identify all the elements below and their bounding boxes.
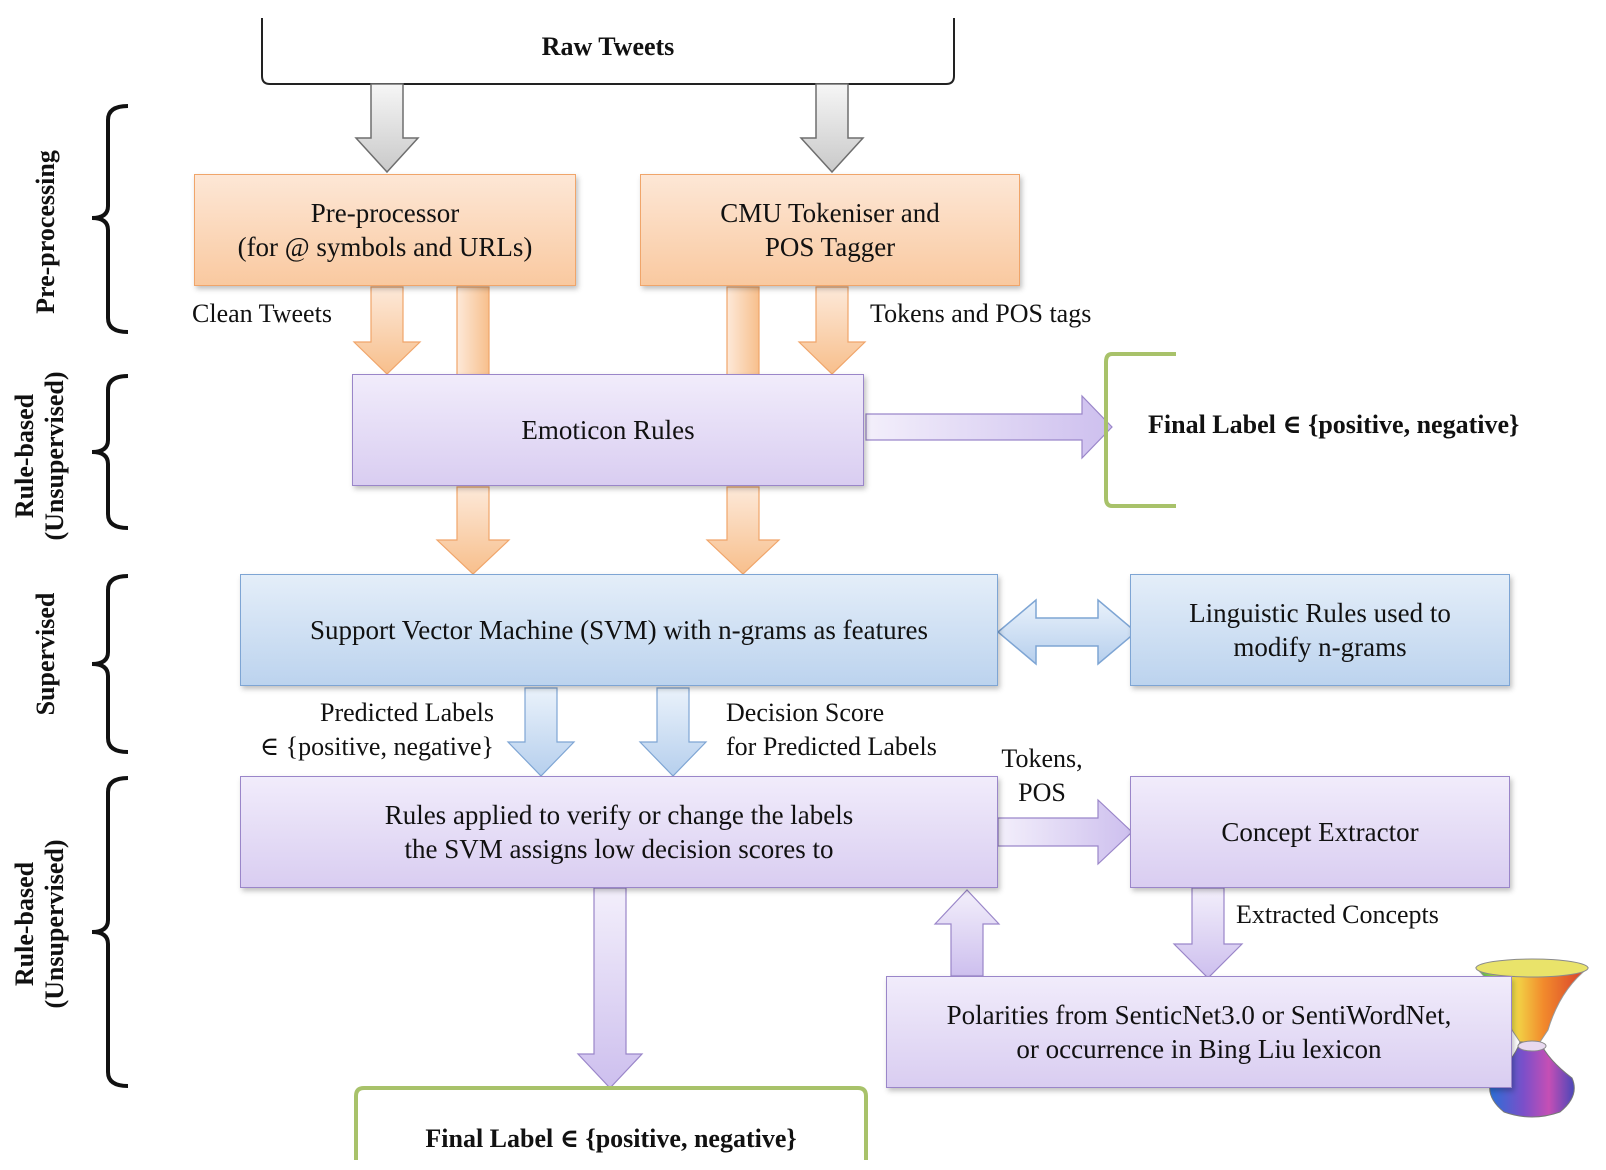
bracket-rule-based-2 [91, 776, 129, 1088]
final-label-bottom-bracket [354, 1086, 868, 1160]
purple-arrow-to-concept [997, 798, 1133, 866]
preprocessor-box: Pre-processor (for @ symbols and URLs) [194, 174, 576, 286]
orange-shaft-left [456, 286, 490, 376]
gray-arrow-left [354, 83, 420, 174]
rules-applied-box: Rules applied to verify or change the la… [240, 776, 998, 888]
polarities-text: Polarities from SenticNet3.0 or SentiWor… [946, 1000, 1452, 1064]
emoticon-rules-box: Emoticon Rules [352, 374, 864, 486]
preprocessor-text: Pre-processor (for @ symbols and URLs) [237, 198, 533, 262]
purple-arrow-extracted-concepts [1172, 887, 1244, 979]
svm-box: Support Vector Machine (SVM) with n-gram… [240, 574, 998, 686]
orange-arrow-to-svm-left [435, 486, 511, 575]
purple-arrow-to-final-bottom [576, 887, 644, 1089]
section-preprocessing: Pre-processing [31, 150, 61, 314]
orange-arrow-clean-tweets [352, 286, 422, 375]
emoticon-rules-text: Emoticon Rules [521, 415, 695, 445]
orange-shaft-right [726, 286, 760, 376]
orange-arrow-tokens [797, 286, 867, 375]
bracket-rule-based-1 [91, 374, 129, 530]
extracted-concepts-label: Extracted Concepts [1236, 900, 1439, 929]
tokens-pos-tags-label: Tokens and POS tags [870, 299, 1092, 328]
clean-tweets-label: Clean Tweets [192, 299, 332, 328]
section-rule-based-2-line2: (Unsupervised) [40, 839, 69, 1009]
polarities-box: Polarities from SenticNet3.0 or SentiWor… [886, 976, 1512, 1088]
blue-arrow-decision-score [638, 687, 708, 777]
final-label-top: Final Label ∈ {positive, negative} [1148, 410, 1520, 439]
linguistic-rules-box: Linguistic Rules used to modify n-grams [1130, 574, 1510, 686]
purple-arrow-up-to-rules [933, 889, 1001, 977]
rules-applied-text: Rules applied to verify or change the la… [384, 800, 854, 864]
bracket-preprocessing [91, 104, 129, 334]
tokeniser-box: CMU Tokeniser and POS Tagger [640, 174, 1020, 286]
concept-extractor-box: Concept Extractor [1130, 776, 1510, 888]
gray-arrow-right [799, 83, 865, 174]
raw-tweets-title: Raw Tweets [541, 32, 675, 61]
raw-tweets-bracket [261, 18, 955, 85]
tokens-pos-label: Tokens, POS [1001, 744, 1083, 807]
section-rule-based-2: Rule-based(Unsupervised) [10, 839, 70, 1008]
final-label-bottom: Final Label ∈ {positive, negative} [425, 1124, 797, 1153]
section-rule-based-1: Rule-based(Unsupervised) [10, 371, 70, 540]
section-rule-based-1-line2: (Unsupervised) [40, 371, 69, 541]
purple-arrow-to-final-top [865, 394, 1113, 460]
orange-arrow-to-svm-right [705, 486, 781, 575]
bracket-supervised [91, 574, 129, 754]
concept-extractor-text: Concept Extractor [1221, 817, 1419, 847]
linguistic-rules-text: Linguistic Rules used to modify n-grams [1189, 598, 1451, 662]
predicted-labels-label: Predicted Labels ∈ {positive, negative} [259, 698, 494, 761]
section-rule-based-2-line1: Rule-based [10, 861, 39, 987]
decision-score-label: Decision Score for Predicted Labels [726, 698, 937, 761]
final-label-top-bracket [1104, 352, 1176, 508]
tokeniser-text: CMU Tokeniser and POS Tagger [720, 198, 940, 262]
blue-double-arrow [996, 598, 1138, 666]
section-preprocessing-text: Pre-processing [31, 150, 60, 314]
blue-arrow-predicted-labels [506, 687, 576, 777]
svm-text: Support Vector Machine (SVM) with n-gram… [309, 615, 929, 645]
section-supervised: Supervised [31, 593, 61, 716]
section-supervised-text: Supervised [31, 592, 60, 716]
section-rule-based-1-line1: Rule-based [10, 393, 39, 519]
